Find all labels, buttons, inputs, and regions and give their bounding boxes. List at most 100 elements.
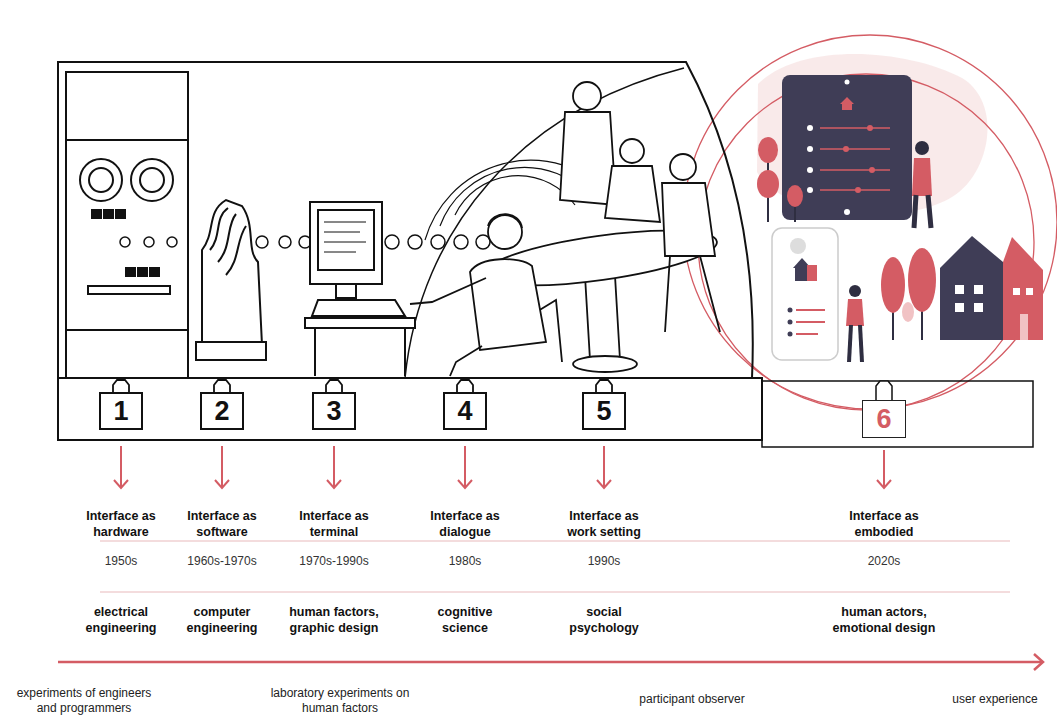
tape-drive-cabinet-part	[88, 286, 170, 294]
callout-number: 6	[876, 404, 891, 435]
column-heading: Interface as software	[176, 508, 268, 540]
row-dividers	[100, 541, 1010, 592]
method-label: user experience	[940, 692, 1050, 707]
tape-drive-cabinet-part	[66, 139, 188, 141]
people-illustration	[410, 82, 720, 376]
right-scene-part	[846, 299, 864, 326]
period-label: 1990s	[554, 553, 654, 569]
tape-drive-cabinet-part	[126, 268, 135, 276]
callout-tabs	[113, 380, 612, 393]
column-heading: Interface as dialogue	[419, 508, 511, 540]
right-scene-part	[1003, 237, 1043, 340]
signal-dots	[120, 235, 490, 249]
right-scene-part	[902, 302, 914, 322]
signal-dots-part	[256, 236, 268, 248]
people-illustration-part	[620, 139, 644, 163]
right-scene-part	[869, 167, 875, 173]
right-scene-part	[820, 148, 890, 150]
illustration-frame-part	[405, 68, 684, 378]
callout-number: 2	[214, 396, 229, 427]
timeline-bars	[58, 378, 1033, 447]
timeline-arrow-part	[1034, 654, 1043, 670]
right-scene-part	[807, 265, 817, 281]
right-scene-part	[807, 125, 813, 131]
signal-dots-part	[144, 237, 154, 247]
callout-number: 3	[326, 396, 341, 427]
right-scene-part	[758, 137, 778, 163]
right-scene-part	[908, 248, 936, 312]
right-scene-part	[915, 141, 929, 155]
right-scene-part	[849, 285, 861, 297]
right-scene-part	[940, 236, 1003, 340]
callout-box: 1	[99, 392, 143, 430]
people-illustration-part	[605, 166, 660, 222]
down-arrows-part	[597, 446, 611, 488]
right-scene-part	[820, 127, 890, 129]
people-illustration-part	[585, 276, 620, 360]
period-label: 1970s-1990s	[284, 553, 384, 569]
right-scene-part	[928, 195, 931, 228]
signal-dots-part	[120, 237, 130, 247]
down-arrows-part	[114, 446, 128, 488]
signal-dots-part	[279, 236, 291, 248]
tape-drive-cabinet-part	[131, 159, 173, 201]
row-dividers-part	[100, 592, 1010, 593]
right-scene-part	[683, 35, 1057, 409]
method-label: experiments of engineers and programmers	[7, 686, 161, 716]
tape-drive-cabinet-part	[140, 168, 164, 192]
tape-drive-cabinet-part	[138, 268, 147, 276]
callout-box: 2	[200, 392, 244, 430]
right-scene-part	[795, 267, 807, 281]
right-scene	[683, 35, 1057, 410]
row-dividers-part	[100, 541, 1010, 542]
terminal-part	[305, 318, 415, 328]
down-arrows-part	[458, 446, 472, 488]
people-illustration-part	[573, 82, 601, 110]
period-label: 1950s	[71, 553, 171, 569]
timeline-bars-part	[762, 381, 1033, 447]
timeline-arrow-part	[58, 661, 1042, 664]
tape-drive-cabinet-part	[150, 268, 159, 276]
people-illustration-part	[450, 346, 482, 376]
discipline-label: human actors, emotional design	[828, 604, 940, 636]
right-scene-part	[914, 195, 916, 228]
terminal-part	[324, 222, 366, 252]
callout-box: 5	[582, 392, 626, 430]
signal-dots-part	[167, 237, 177, 247]
right-scene-part	[881, 257, 905, 313]
tape-drive-cabinet-part	[89, 168, 113, 192]
people-illustration-part	[488, 214, 522, 228]
tape-drive-cabinet-part	[66, 329, 188, 331]
right-scene-part	[807, 187, 813, 193]
discipline-label: social psychology	[568, 604, 640, 636]
signal-dots-part	[385, 235, 399, 249]
tape-drive-cabinet-part	[92, 210, 101, 218]
people-illustration-part	[560, 112, 616, 205]
timeline-arrow	[58, 654, 1043, 670]
right-scene-part	[820, 169, 890, 171]
printer-part	[202, 200, 262, 345]
signal-dots-part	[408, 235, 422, 249]
terminal-part	[336, 284, 356, 298]
right-scene-part	[807, 146, 813, 152]
discipline-label: computer engineering	[180, 604, 264, 636]
down-arrows-part	[877, 450, 891, 488]
right-scene-part	[867, 125, 873, 131]
discipline-label: electrical engineering	[79, 604, 163, 636]
right-scene-part	[843, 146, 849, 152]
right-scene-part	[844, 209, 850, 215]
tape-drive-cabinet-part	[80, 159, 122, 201]
people-illustration-part	[662, 183, 715, 256]
people-illustration-part	[410, 278, 486, 304]
down-arrows-part	[327, 446, 341, 488]
right-scene-part	[796, 321, 825, 323]
right-scene-part	[1020, 314, 1028, 340]
printer	[196, 200, 266, 360]
callout-box: 4	[443, 392, 487, 430]
terminal	[305, 202, 415, 376]
right-scene-part	[855, 187, 861, 193]
right-scene-part	[796, 309, 825, 311]
period-label: 2020s	[834, 553, 934, 569]
right-scene-part	[849, 325, 851, 362]
